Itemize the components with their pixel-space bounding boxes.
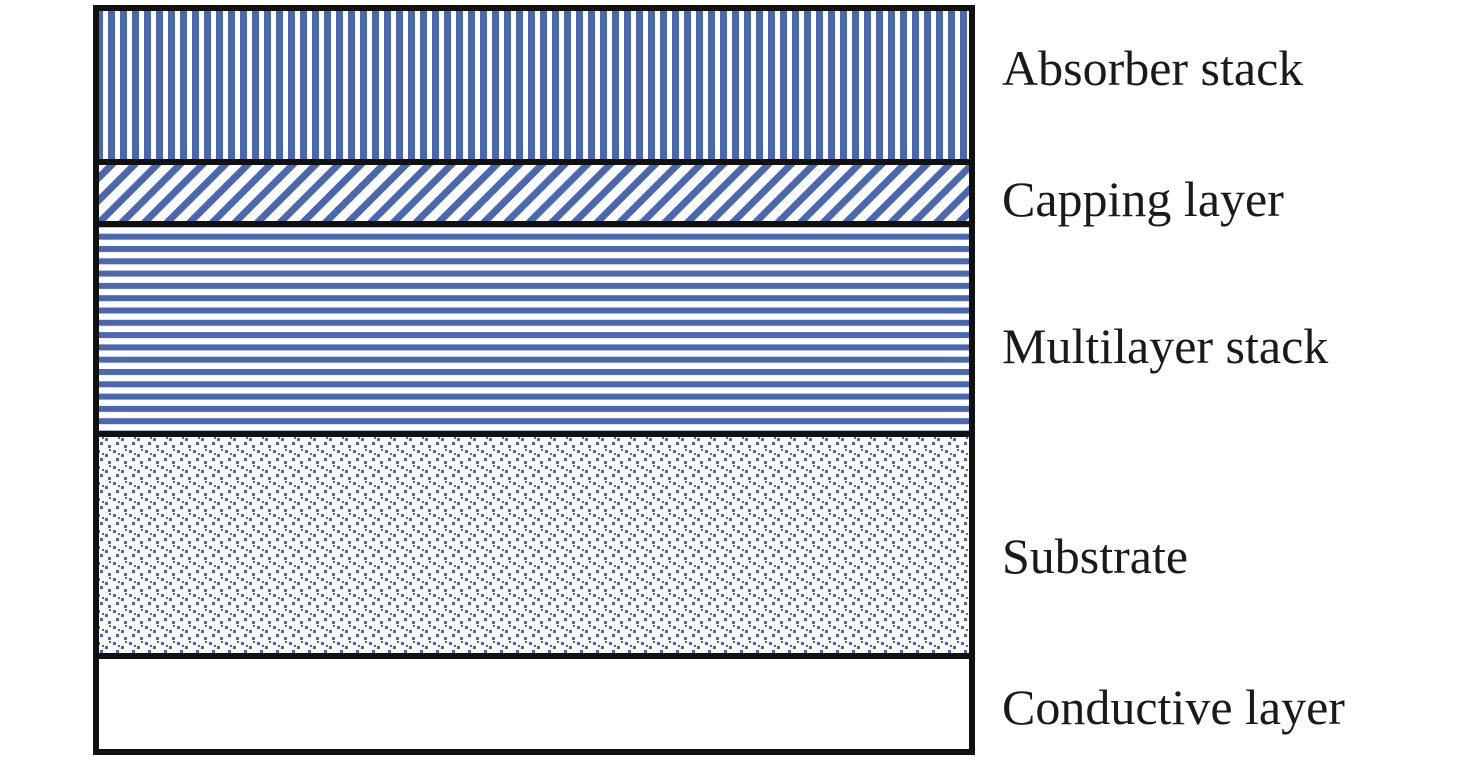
layer-substrate-fill [93, 431, 975, 659]
layer-absorber-stack: Absorber stack [93, 5, 1303, 165]
layer-absorber-stack-fill [93, 5, 975, 165]
layer-conductive-layer: Conductive layer [93, 653, 1345, 755]
layer-capping-layer-label: Capping layer [1002, 171, 1284, 227]
layer-multilayer-stack-fill [93, 221, 975, 437]
layer-conductive-layer-fill [93, 653, 975, 755]
layer-multilayer-stack-label: Multilayer stack [1002, 318, 1328, 374]
layer-absorber-stack-label: Absorber stack [1002, 40, 1303, 96]
layer-conductive-layer-label: Conductive layer [1002, 679, 1345, 735]
layer-capping-layer: Capping layer [93, 159, 1284, 227]
layer-substrate-label: Substrate [1002, 528, 1188, 584]
layer-substrate: Substrate [93, 431, 1188, 659]
layer-capping-layer-fill [93, 159, 975, 227]
layer-multilayer-stack: Multilayer stack [93, 221, 1328, 437]
